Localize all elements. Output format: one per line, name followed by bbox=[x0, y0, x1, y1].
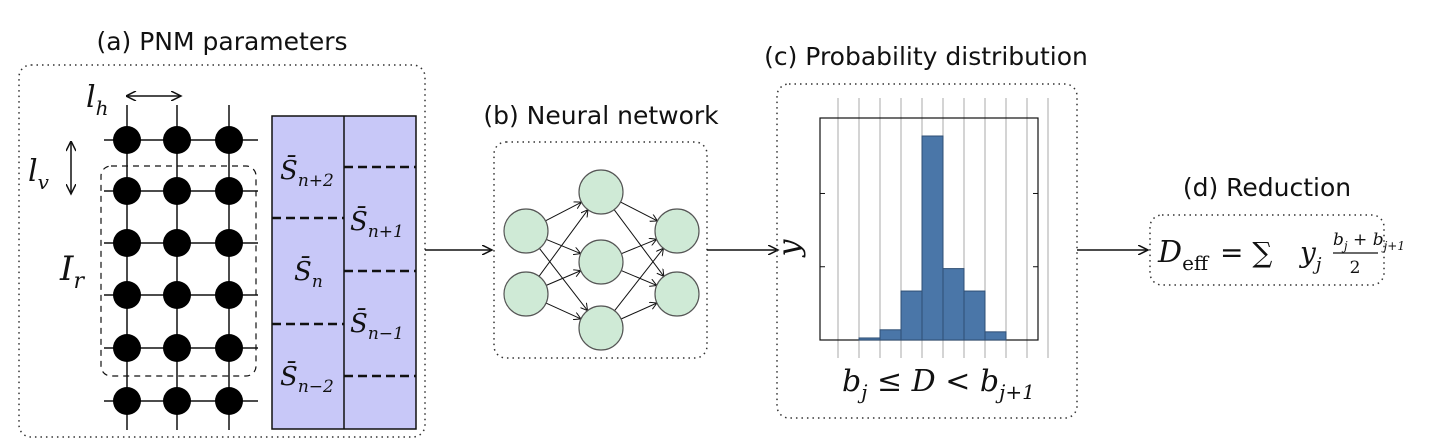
pore-node bbox=[163, 281, 191, 309]
lv-label: lv bbox=[28, 154, 50, 194]
panel-c: (c) Probability distribution y bj ≤ D < … bbox=[764, 42, 1088, 419]
pore-node bbox=[113, 281, 141, 309]
pore-node bbox=[113, 126, 141, 154]
hist-bar bbox=[921, 135, 944, 341]
nn-edge bbox=[620, 303, 657, 320]
s-label-n-minus-2: S̄n−2 bbox=[280, 360, 334, 397]
hist-bar bbox=[879, 329, 902, 341]
nn-edge bbox=[620, 201, 658, 221]
nn-edge bbox=[614, 248, 664, 311]
hist-bar bbox=[984, 331, 1007, 341]
pore-node bbox=[113, 387, 141, 415]
window-rect bbox=[100, 165, 257, 377]
nn-node bbox=[503, 271, 549, 317]
nn-edge bbox=[621, 270, 656, 286]
ir-label: Ir bbox=[59, 249, 85, 294]
nn-edge bbox=[613, 209, 664, 277]
x-axis-label: bj ≤ D < bj+1 bbox=[842, 364, 1035, 404]
pore-node bbox=[113, 177, 141, 205]
panel-a: (a) PNM parameters lh lv Ir S̄n+2 S̄n+1 … bbox=[18, 27, 426, 438]
reduction-y: yj bbox=[1298, 236, 1322, 275]
panel-c-frame bbox=[776, 83, 1078, 419]
pore-node bbox=[215, 387, 243, 415]
nn-node bbox=[578, 169, 624, 215]
reduction-sum: = ∑ bbox=[1220, 236, 1272, 269]
pore-node bbox=[215, 334, 243, 362]
pore-node bbox=[163, 126, 191, 154]
panel-c-title: (c) Probability distribution bbox=[764, 42, 1088, 71]
hist-bar bbox=[900, 290, 923, 341]
pore-node bbox=[163, 229, 191, 257]
nn-edge bbox=[545, 302, 581, 319]
panel-d-frame bbox=[1149, 214, 1385, 286]
s-label-n-minus-1: S̄n−1 bbox=[350, 307, 404, 344]
pore-node bbox=[215, 281, 243, 309]
nn-edge bbox=[545, 202, 582, 222]
hist-bar bbox=[942, 268, 965, 341]
slice-blocks bbox=[271, 115, 417, 430]
histogram bbox=[819, 98, 1049, 358]
lh-label: lh bbox=[86, 80, 109, 120]
nn-node bbox=[654, 208, 700, 254]
pore-node bbox=[163, 387, 191, 415]
reduction-lhs: Deff bbox=[1157, 235, 1210, 275]
pore-node bbox=[113, 229, 141, 257]
s-label-n-plus-2: S̄n+2 bbox=[280, 154, 334, 191]
pore-node bbox=[163, 177, 191, 205]
neural-network bbox=[503, 169, 700, 351]
s-label-n: S̄n bbox=[294, 255, 323, 292]
panel-d-title: (d) Reduction bbox=[1183, 173, 1351, 202]
nn-node bbox=[503, 208, 549, 254]
pore-node bbox=[215, 229, 243, 257]
pore-node bbox=[215, 126, 243, 154]
pore-node bbox=[215, 177, 243, 205]
pore-node bbox=[113, 334, 141, 362]
nn-node bbox=[578, 305, 624, 351]
nn-node bbox=[654, 271, 700, 317]
panel-a-title: (a) PNM parameters bbox=[96, 27, 347, 56]
nn-edge bbox=[546, 238, 580, 253]
nn-edge bbox=[546, 271, 581, 286]
nn-node bbox=[578, 239, 624, 285]
reduction-numerator: bj + bj+1 bbox=[1333, 230, 1405, 253]
hist-bar bbox=[858, 337, 881, 341]
panel-b-title: (b) Neural network bbox=[483, 101, 719, 130]
nn-edge bbox=[539, 248, 587, 310]
nn-edge bbox=[621, 239, 656, 255]
hist-bar bbox=[963, 290, 986, 341]
pore-network-grid bbox=[104, 105, 258, 430]
panel-d: (d) Reduction Deff = ∑ yj bj + bj+1 2 bbox=[1149, 173, 1405, 286]
reduction-denominator: 2 bbox=[1350, 258, 1361, 278]
panel-a-frame bbox=[18, 64, 426, 438]
y-axis-label: y bbox=[772, 238, 807, 258]
panel-b: (b) Neural network bbox=[483, 101, 719, 359]
nn-edge bbox=[538, 210, 588, 277]
s-label-n-plus-1: S̄n+1 bbox=[350, 205, 404, 242]
pore-node bbox=[163, 334, 191, 362]
